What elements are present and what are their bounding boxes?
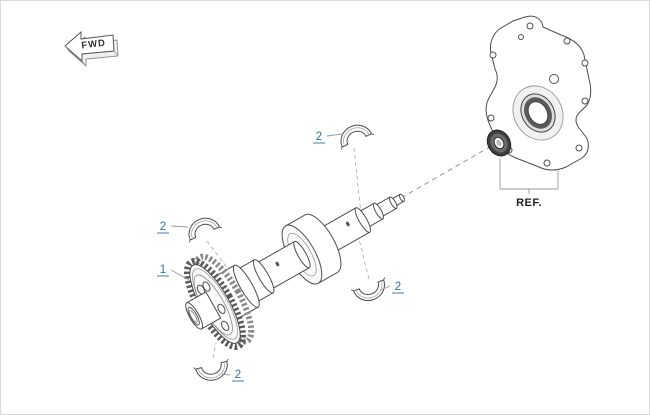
- callout-1-leader: [170, 269, 190, 281]
- shell-link-bottom: [212, 342, 217, 359]
- bolt-hole: [575, 144, 583, 152]
- callout-2-left-leader: [170, 225, 189, 228]
- callout-2-right[interactable]: 2: [395, 281, 401, 293]
- bearing-shell-lower-rear: [350, 276, 392, 307]
- oil-hole: [275, 261, 280, 267]
- bearing-bore-inner: [527, 101, 549, 125]
- ref-label: REF.: [516, 197, 542, 209]
- bolt-hole: [543, 159, 551, 167]
- dowel-hole: [518, 34, 524, 40]
- balancer-shaft-assembly: [184, 193, 405, 350]
- fwd-label: FWD: [81, 38, 107, 52]
- shell-link-right: [357, 234, 370, 280]
- balancer-gear: [184, 253, 255, 350]
- callout-2-left[interactable]: 2: [160, 221, 166, 233]
- bearing-shell-lower-front: [192, 358, 233, 385]
- ref-callout: REF.: [499, 159, 559, 209]
- bolt-hole: [487, 114, 495, 122]
- callout-2-right-leader: [380, 285, 391, 291]
- callouts-layer: 2 2 1 2 2: [157, 131, 404, 382]
- callout-2-bottom-leader: [221, 373, 231, 376]
- callout-1-gear[interactable]: 1: [160, 264, 166, 276]
- gear-lightening-hole: [217, 303, 226, 314]
- bolt-hole: [526, 22, 534, 30]
- oil-seal: [486, 129, 512, 157]
- housing-cover: [485, 15, 592, 171]
- fwd-direction-marker: FWD: [64, 30, 119, 67]
- shell-link-top: [353, 147, 362, 215]
- fwd-arrow: [64, 30, 115, 63]
- bearing-shell-upper-front: [181, 211, 223, 244]
- callout-2-bottom[interactable]: 2: [235, 369, 241, 381]
- bolt-hole: [581, 59, 589, 67]
- bolt-hole: [563, 37, 571, 45]
- gear-lightening-hole: [221, 320, 230, 331]
- housing-port: [549, 74, 559, 84]
- bolt-hole: [489, 51, 497, 59]
- gear-lightening-hole: [202, 281, 211, 292]
- callout-2-top-leader: [326, 133, 343, 137]
- callout-2-top[interactable]: 2: [316, 131, 322, 143]
- oil-hole: [345, 221, 350, 227]
- bolt-hole: [581, 97, 589, 105]
- shell-link-left: [206, 240, 229, 270]
